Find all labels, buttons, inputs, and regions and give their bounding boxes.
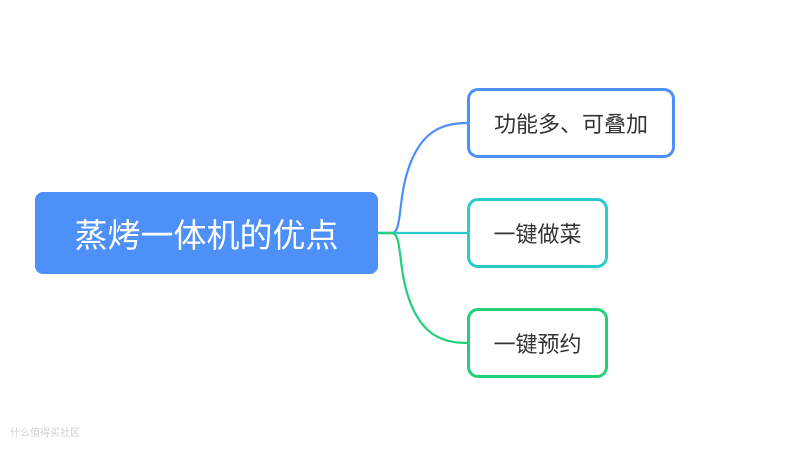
child-topic-one-key-reservation[interactable]: 一键预约	[467, 308, 608, 378]
root-topic[interactable]: 蒸烤一体机的优点	[35, 192, 378, 274]
child-topic-label: 一键预约	[493, 333, 582, 358]
child-topic-one-key-cooking[interactable]: 一键做菜	[467, 198, 608, 268]
child-topic-label: 功能多、可叠加	[493, 113, 648, 138]
connector-to-child-3	[378, 231, 468, 345]
root-topic-label: 蒸烤一体机的优点	[74, 216, 339, 255]
child-topic-label: 一键做菜	[493, 223, 582, 248]
child-topic-multifunction[interactable]: 功能多、可叠加	[467, 88, 675, 158]
watermark: 什么值得买社区	[10, 428, 80, 439]
connector-to-child-1	[378, 121, 468, 235]
